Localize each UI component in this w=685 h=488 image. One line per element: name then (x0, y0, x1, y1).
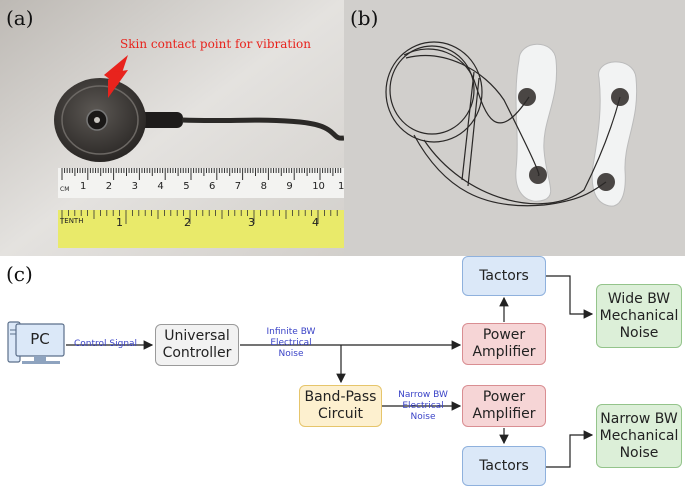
panel-label-c: (c) (6, 262, 33, 286)
ruler-tenth-label: 1 (116, 216, 123, 229)
tactor-disc-1 (518, 88, 536, 106)
ruler-cm-label: 2 (105, 181, 113, 192)
ruler-cm-label: CM (60, 186, 70, 193)
ruler-tenth-label: 2 (184, 216, 191, 229)
photo-tactor: Skin contact point for vibration CM 1 2 3 4 5… (0, 0, 344, 256)
ruler-cm-label: 3 (131, 181, 138, 192)
photo-insoles (344, 0, 685, 256)
ruler-cm-label: 8 (260, 181, 267, 192)
ruler-tenth-label: TENTH (60, 217, 84, 225)
ruler-cm-label: 6 (209, 181, 216, 192)
control-signal-label: Control Signal (74, 339, 138, 349)
tactors-bottom-box: Tactors (462, 446, 546, 486)
wires (385, 41, 621, 207)
ruler-cm-label: 11 (338, 181, 344, 192)
ruler-cm-label: 7 (234, 181, 242, 192)
universal-controller-line1: Universal (164, 328, 230, 344)
universal-controller-line2: Controller (162, 345, 232, 361)
ruler-cm-label: 4 (157, 181, 164, 192)
ruler-cm-label: 1 (80, 181, 87, 192)
arrow-tactors-narrow-noise (546, 430, 594, 468)
ruler-tenth-label: 3 (248, 216, 255, 229)
tactor-photo-illustration (0, 0, 344, 256)
left-insole (515, 43, 558, 202)
arrow-tactors-wide-noise (546, 275, 594, 319)
band-pass-line2: Circuit (317, 406, 364, 422)
cable (181, 117, 344, 141)
skin-contact-annotation: Skin contact point for vibration (120, 37, 312, 51)
band-pass-line1: Band-Pass (304, 389, 377, 405)
pc-icon (7, 321, 65, 364)
ruler-cm-label: 5 (183, 181, 190, 192)
ruler-tenth-label: 4 (312, 216, 319, 229)
panel-label-a: (a) (6, 6, 34, 30)
ruler-cm-label: 9 (286, 181, 293, 192)
pc-label: PC (30, 330, 50, 348)
ruler-cm-label: 10 (312, 181, 325, 192)
ruler-tenth (58, 210, 344, 248)
insole-photo-illustration (344, 0, 685, 256)
panel-label-b: (b) (350, 6, 379, 30)
tactors-top-box: Tactors (462, 256, 546, 296)
